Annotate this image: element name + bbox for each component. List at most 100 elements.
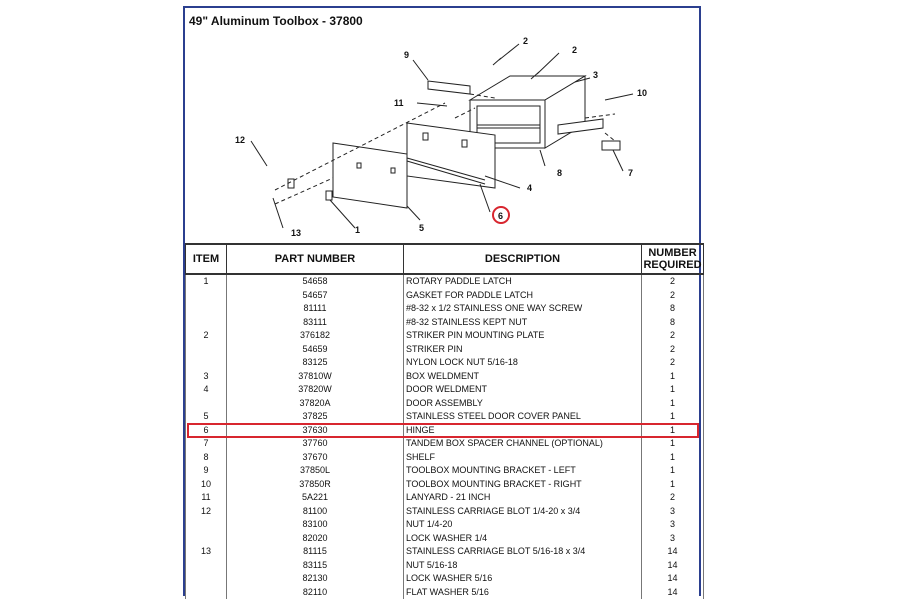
callout-6: 6 xyxy=(498,211,503,221)
cell-desc: GASKET FOR PADDLE LATCH xyxy=(403,288,642,302)
cell-item: 7 xyxy=(185,437,227,451)
callout-7: 7 xyxy=(628,168,633,178)
parts-table-wrap: ITEM PART NUMBER DESCRIPTION NUMBER REQU… xyxy=(185,243,704,599)
cell-desc: HINGE xyxy=(403,423,642,437)
table-header-row: ITEM PART NUMBER DESCRIPTION NUMBER REQU… xyxy=(185,243,704,275)
cell-item: 5 xyxy=(185,410,227,424)
cell-desc: STRIKER PIN xyxy=(403,342,642,356)
cell-qty: 1 xyxy=(641,369,704,383)
callout-13: 13 xyxy=(291,228,301,238)
cell-part: 37820W xyxy=(226,383,404,397)
cell-qty: 1 xyxy=(641,396,704,410)
callout-9: 9 xyxy=(404,50,409,60)
cell-part: 82020 xyxy=(226,531,404,545)
cell-qty: 2 xyxy=(641,342,704,356)
cell-part: 81111 xyxy=(226,302,404,316)
cell-item xyxy=(185,396,227,410)
cell-part: 37850R xyxy=(226,477,404,491)
callout-4: 4 xyxy=(527,183,532,193)
door-shape xyxy=(406,122,496,189)
cell-desc: SHELF xyxy=(403,450,642,464)
cell-qty: 2 xyxy=(641,356,704,370)
cell-item: 2 xyxy=(185,329,227,343)
cell-item xyxy=(185,572,227,586)
cell-desc: DOOR WELDMENT xyxy=(403,383,642,397)
cell-qty: 3 xyxy=(641,518,704,532)
cell-item: 12 xyxy=(185,504,227,518)
cell-item xyxy=(185,585,227,599)
cell-desc: STAINLESS CARRIAGE BLOT 5/16-18 x 3/4 xyxy=(403,545,642,559)
callout-10: 10 xyxy=(637,88,647,98)
callout-1: 1 xyxy=(355,225,360,235)
cell-desc: TANDEM BOX SPACER CHANNEL (OPTIONAL) xyxy=(403,437,642,451)
cell-qty: 8 xyxy=(641,315,704,329)
callout-6-circle xyxy=(492,206,510,224)
cell-item: 8 xyxy=(185,450,227,464)
cell-desc: DOOR ASSEMBLY xyxy=(403,396,642,410)
cell-item: 6 xyxy=(185,423,227,437)
callout-11: 11 xyxy=(394,98,404,108)
exploded-diagram: 49" Aluminum Toolbox - 37800 xyxy=(185,8,699,243)
cell-qty: 2 xyxy=(641,491,704,505)
cell-desc: NYLON LOCK NUT 5/16-18 xyxy=(403,356,642,370)
cell-desc: NUT 1/4-20 xyxy=(403,518,642,532)
cell-item xyxy=(185,342,227,356)
header-number-required: NUMBER REQUIRED xyxy=(641,243,704,275)
cell-qty: 3 xyxy=(641,531,704,545)
cover-panel-shape xyxy=(332,142,408,209)
cell-part: 54658 xyxy=(226,274,404,289)
diagram-title: 49" Aluminum Toolbox - 37800 xyxy=(189,14,363,28)
table-row: 81111#8-32 x 1/2 STAINLESS ONE WAY SCREW… xyxy=(185,302,704,316)
cell-qty: 1 xyxy=(641,477,704,491)
cell-part: 5A221 xyxy=(226,491,404,505)
cell-desc: LOCK WASHER 5/16 xyxy=(403,572,642,586)
header-item: ITEM xyxy=(185,243,227,275)
callout-5: 5 xyxy=(419,223,424,233)
cell-desc: BOX WELDMENT xyxy=(403,369,642,383)
cell-qty: 1 xyxy=(641,450,704,464)
cell-item xyxy=(185,558,227,572)
cell-item: 1 xyxy=(185,274,227,289)
cell-qty: 14 xyxy=(641,558,704,572)
callout-3: 3 xyxy=(593,70,598,80)
cell-part: 54659 xyxy=(226,342,404,356)
cell-desc: LANYARD - 21 INCH xyxy=(403,491,642,505)
cell-desc: TOOLBOX MOUNTING BRACKET - LEFT xyxy=(403,464,642,478)
callout-8: 8 xyxy=(557,168,562,178)
cell-qty: 14 xyxy=(641,545,704,559)
cell-desc: STAINLESS CARRIAGE BLOT 1/4-20 x 3/4 xyxy=(403,504,642,518)
cell-part: 376182 xyxy=(226,329,404,343)
toolbox-drawing: 2 2 3 9 10 11 12 8 7 4 5 1 13 6 xyxy=(235,36,647,238)
cell-part: 37630 xyxy=(226,423,404,437)
cell-item: 3 xyxy=(185,369,227,383)
cell-desc: ROTARY PADDLE LATCH xyxy=(403,274,642,289)
cell-item xyxy=(185,315,227,329)
cell-item: 10 xyxy=(185,477,227,491)
cell-part: 82130 xyxy=(226,572,404,586)
cell-item xyxy=(185,356,227,370)
cell-desc: FLAT WASHER 5/16 xyxy=(403,585,642,599)
cell-part: 83125 xyxy=(226,356,404,370)
cell-part: 83100 xyxy=(226,518,404,532)
cell-part: 37850L xyxy=(226,464,404,478)
explode-lines xyxy=(274,93,616,205)
cell-item xyxy=(185,302,227,316)
cell-desc: #8-32 STAINLESS KEPT NUT xyxy=(403,315,642,329)
